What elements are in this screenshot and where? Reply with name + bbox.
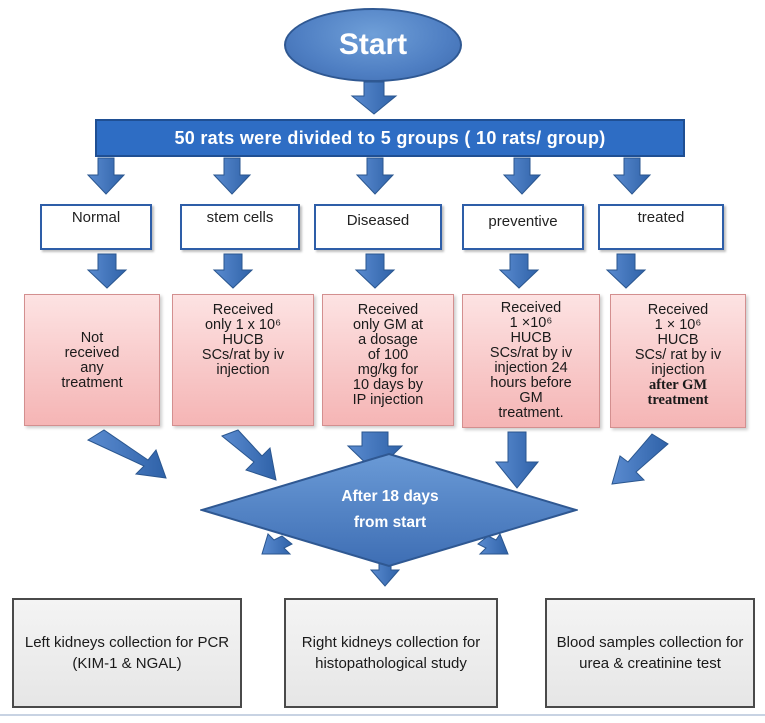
decision-line-1: After 18 days [341,488,439,505]
treatment-line: injection 24 [494,360,568,376]
bottom-divider [0,714,765,716]
treatment-line: injection [651,362,705,378]
arrow-start-to-banner [350,81,398,115]
arrows-groups-to-treatments [86,253,647,289]
treatment-line: HUCB [222,332,264,348]
treatment-line: HUCB [510,330,552,346]
result-box-blood-samples: Blood samples collection for urea & crea… [545,598,755,708]
treatment-line: only GM at [352,317,424,333]
start-label: Start [338,28,408,61]
treatment-box-normal: Not received any treatment [24,294,160,426]
treatment-line: GM [519,390,543,406]
treatment-line: treatment. [498,405,564,421]
treatment-box-stem-cells: Received only 1 x 10⁶ HUCB SCs/rat by iv… [172,294,314,426]
treatment-line: any [80,360,104,376]
treatment-line: Received [357,302,419,318]
treatment-line: treatment [61,375,123,391]
treatment-box-preventive: Received 1 ×10⁶ HUCB SCs/rat by iv injec… [462,294,600,428]
treatment-line: Not [80,330,104,346]
treatment-line: Received [212,302,274,318]
treatment-line: IP injection [352,392,424,408]
treatment-box-treated: Received 1 × 10⁶ HUCB SCs/ rat by iv inj… [610,294,746,428]
result-box-right-kidneys: Right kidneys collection for histopathol… [284,598,498,708]
treatment-line: hours before [490,375,572,391]
group-label: Normal [71,209,121,226]
treatment-line: SCs/rat by iv [201,347,285,363]
treatment-line: SCs/rat by iv [489,345,573,361]
group-box-normal: Normal [40,204,152,250]
group-box-treated: treated [598,204,724,250]
treatment-line: only 1 x 10⁶ [204,317,282,333]
group-label: Diseased [346,212,410,229]
treatment-box-diseased: Received only GM at a dosage of 100 mg/k… [322,294,454,426]
start-node: Start [284,8,462,82]
treatment-line: mg/kg for [357,362,419,378]
result-box-left-kidneys: Left kidneys collection for PCR (KIM-1 &… [12,598,242,708]
treatment-line: treatment [647,392,709,408]
treatment-line: a dosage [358,332,418,348]
treatment-line: received [64,345,120,361]
treatment-line: HUCB [657,332,699,348]
banner-text: 50 rats were divided to 5 groups ( 10 ra… [174,127,606,148]
decision-text: After 18 days from start [290,484,490,536]
group-label: treated [637,209,685,226]
treatment-line: injection [216,362,270,378]
treatment-line: Received [500,300,562,316]
group-label: preventive [488,213,558,230]
treatment-line: Received [647,302,709,318]
treatment-line: 10 days by [352,377,424,393]
decision-diamond [200,452,578,568]
treatment-line: 1 ×10⁶ [509,315,553,331]
groups-banner: 50 rats were divided to 5 groups ( 10 ra… [95,119,685,157]
group-box-stem-cells: stem cells [180,204,300,250]
treatment-line: SCs/ rat by iv [634,347,722,363]
arrows-treatments-to-decision [86,429,669,489]
result-text: Left kidneys collection for PCR (KIM-1 &… [24,634,230,672]
decision-line-2: from start [353,514,427,531]
arrows-banner-to-groups [86,157,652,195]
group-label: stem cells [206,209,274,226]
treatment-line: 1 × 10⁶ [654,317,702,333]
result-text: Right kidneys collection for histopathol… [301,634,481,672]
group-box-diseased: Diseased [314,204,442,250]
arrows-decision-to-results [261,532,509,587]
result-text: Blood samples collection for urea & crea… [556,634,744,672]
group-box-preventive: preventive [462,204,584,250]
treatment-line: of 100 [367,347,409,363]
treatment-line: after GM [648,377,708,393]
